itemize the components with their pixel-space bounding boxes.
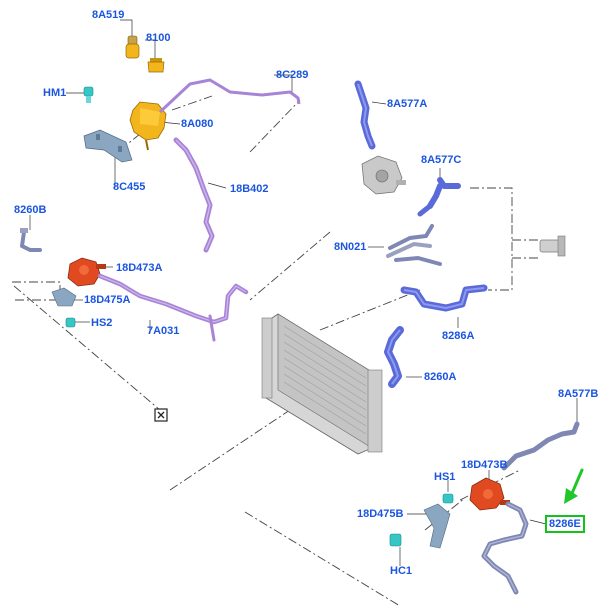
- green-arrow-icon: [564, 468, 584, 504]
- label-HM1[interactable]: HM1: [43, 87, 67, 99]
- radiator[interactable]: [261, 313, 383, 455]
- label-8A577C[interactable]: 8A577C: [421, 154, 462, 166]
- label-18D475B[interactable]: 18D475B: [357, 508, 404, 520]
- cap-8100[interactable]: [147, 58, 165, 73]
- upper-right-hose-group: [354, 80, 566, 312]
- thermostat-housing[interactable]: [361, 155, 406, 195]
- label-8100[interactable]: 8100: [146, 32, 171, 44]
- label-8286E-highlighted[interactable]: 8286E: [545, 515, 585, 533]
- label-8C455[interactable]: 8C455: [113, 181, 146, 193]
- coolant-bottle-group: [83, 35, 301, 253]
- clip-HS1[interactable]: [442, 493, 454, 504]
- label-8A577B[interactable]: 8A577B: [558, 388, 599, 400]
- sensor-8A519[interactable]: [125, 35, 140, 59]
- pump-b-group: [389, 421, 580, 595]
- label-18D475A[interactable]: 18D475A: [84, 294, 131, 306]
- clip-HS2[interactable]: [65, 317, 76, 328]
- hose-8260B[interactable]: [20, 230, 42, 252]
- label-8C289[interactable]: 8C289: [276, 69, 309, 81]
- pump-18D473B[interactable]: [469, 477, 510, 511]
- bracket-18D475A[interactable]: [51, 287, 77, 307]
- label-8260B[interactable]: 8260B: [14, 204, 47, 216]
- hose-8A577C[interactable]: [427, 177, 461, 209]
- label-8286A[interactable]: 8286A: [442, 330, 475, 342]
- label-8A577A[interactable]: 8A577A: [387, 98, 428, 110]
- pipes-8N021[interactable]: [386, 203, 442, 266]
- label-18D473A[interactable]: 18D473A: [116, 262, 163, 274]
- boxed-x-icon: [154, 408, 168, 422]
- pump-a-group: [20, 228, 249, 342]
- hose-8C289[interactable]: [158, 78, 301, 114]
- hose-8A577B[interactable]: [501, 421, 580, 471]
- bracket-8C455[interactable]: [83, 129, 133, 163]
- label-8A519[interactable]: 8A519: [92, 9, 125, 21]
- label-18B402[interactable]: 18B402: [230, 183, 269, 195]
- label-8A080[interactable]: 8A080: [181, 118, 214, 130]
- clip-HM1[interactable]: [83, 86, 94, 103]
- leader-lines: [29, 19, 578, 566]
- label-8N021[interactable]: 8N021: [334, 241, 367, 253]
- bracket-18D475B[interactable]: [423, 503, 451, 549]
- clip-HC1[interactable]: [389, 533, 402, 547]
- label-7A031[interactable]: 7A031: [147, 325, 180, 337]
- label-8260A[interactable]: 8260A: [424, 371, 457, 383]
- label-HS1[interactable]: HS1: [434, 471, 456, 483]
- label-18D473B[interactable]: 18D473B: [461, 459, 508, 471]
- reservoir-8A080[interactable]: [129, 101, 167, 151]
- pump-18D473A[interactable]: [67, 257, 106, 287]
- label-HS2[interactable]: HS2: [91, 317, 113, 329]
- hose-8286E[interactable]: [481, 501, 529, 595]
- outlet-fitting[interactable]: [539, 235, 566, 257]
- label-HC1[interactable]: HC1: [390, 565, 413, 577]
